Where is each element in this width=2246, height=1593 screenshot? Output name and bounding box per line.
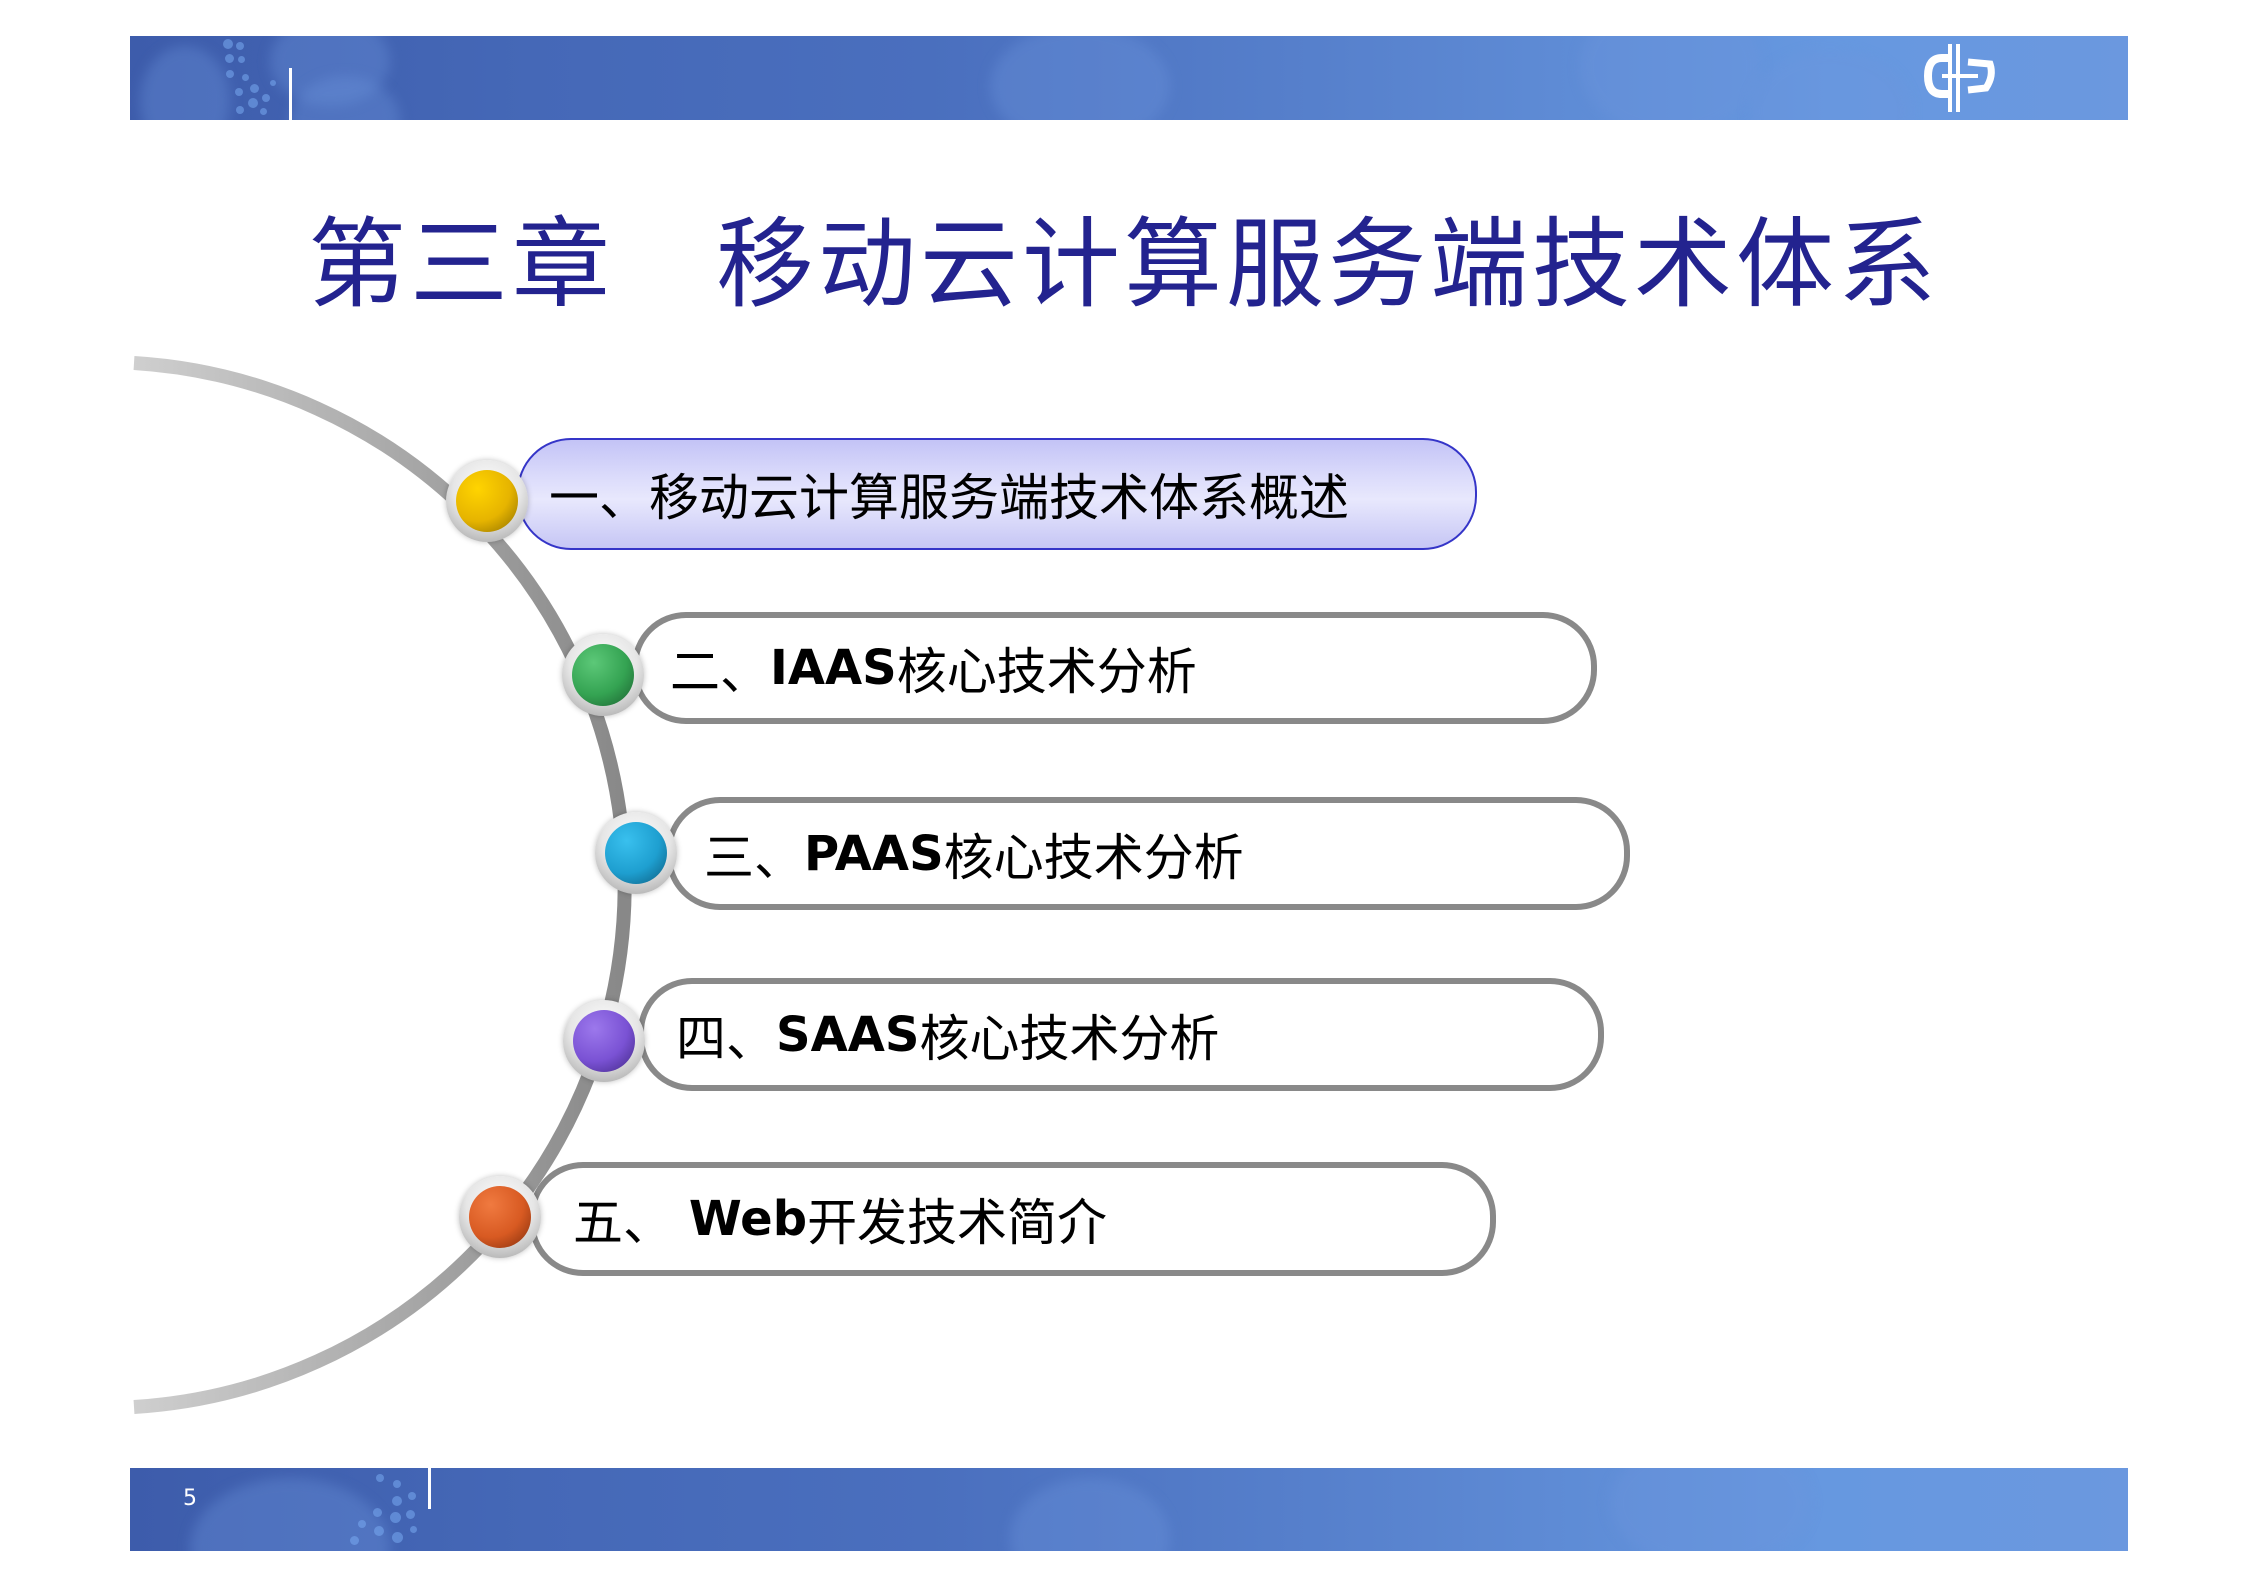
slide-title: 第三章 移动云计算服务端技术体系	[308, 208, 1941, 322]
bullet-knob	[562, 634, 644, 716]
company-logo-icon	[1923, 44, 1995, 112]
outline-item-1[interactable]: 一、移动云计算服务端技术体系概述	[517, 438, 1477, 550]
footer-banner	[130, 1468, 2128, 1551]
header-banner	[130, 36, 2128, 120]
orange-bullet-icon	[469, 1186, 531, 1248]
bullet-knob	[595, 812, 677, 894]
decor-blob	[1580, 36, 1760, 120]
purple-bullet-icon	[573, 1010, 635, 1072]
green-bullet-icon	[572, 644, 634, 706]
bullet-knob	[563, 1000, 645, 1082]
decor-blob	[1010, 1478, 1170, 1551]
yellow-bullet-icon	[456, 470, 518, 532]
blue-bullet-icon	[605, 822, 667, 884]
footer-divider	[428, 1468, 431, 1509]
decor-blob	[1610, 1468, 1810, 1551]
page-number: 5	[183, 1486, 197, 1511]
header-divider	[289, 68, 292, 120]
bullet-knob	[446, 460, 528, 542]
decor-blob	[190, 1478, 390, 1551]
bullet-knob	[459, 1176, 541, 1258]
outline-item-label: 一、移动云计算服务端技术体系概述	[549, 469, 1349, 527]
decor-blob	[990, 36, 1170, 120]
